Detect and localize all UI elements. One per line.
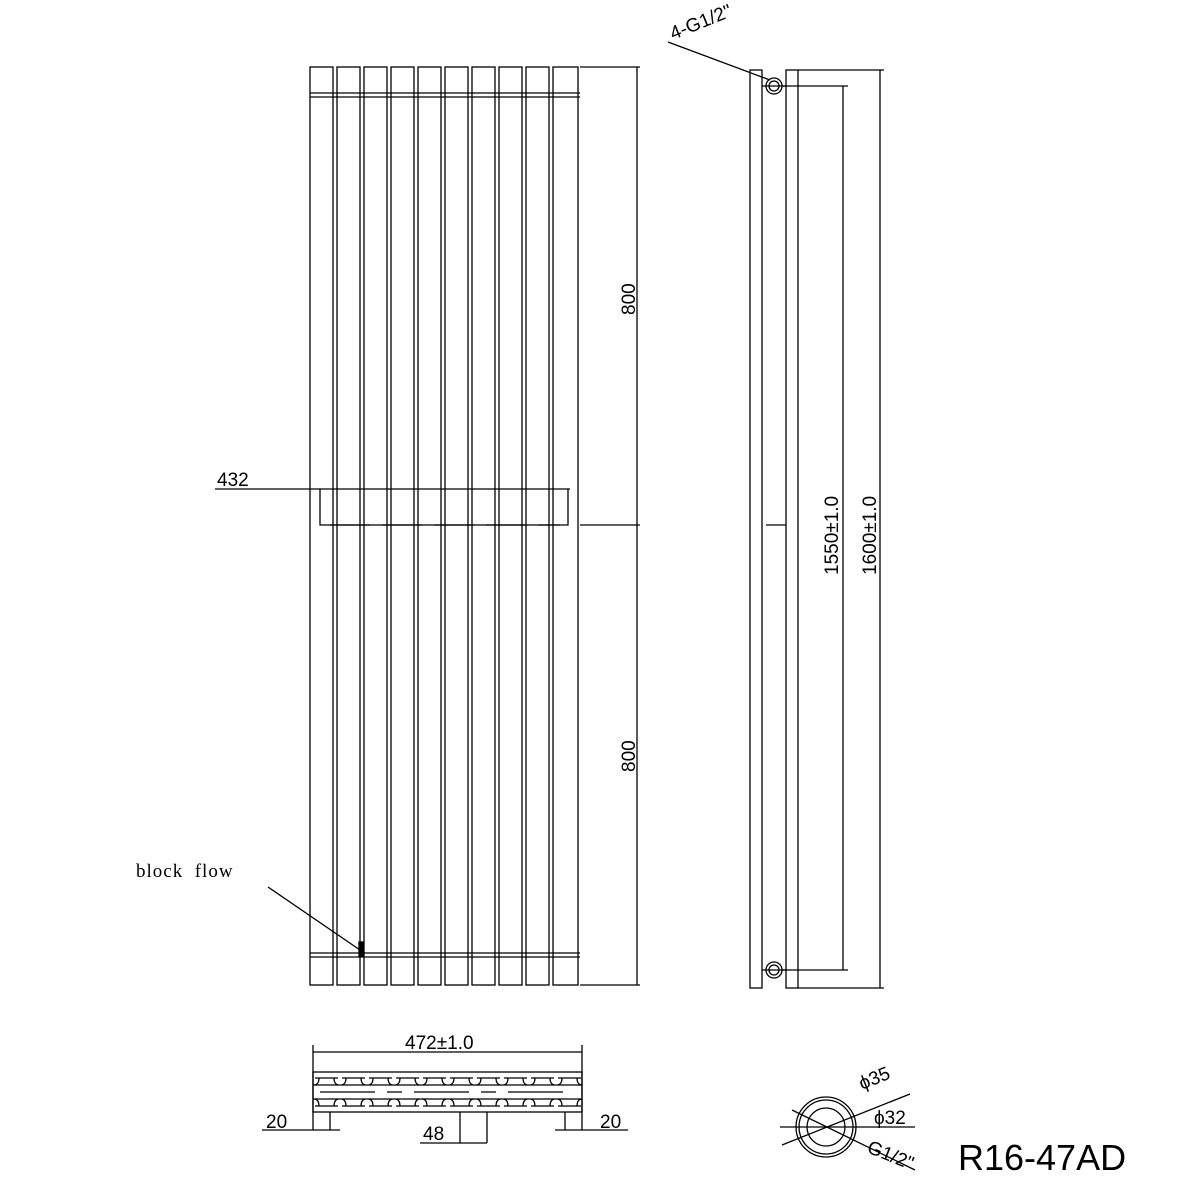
fin-top [314,1077,339,1086]
upper-height-label: 800 [619,283,640,315]
fin-top [449,1077,474,1086]
thread-leader [791,1109,916,1171]
fin-bottom [422,1098,447,1107]
top-body [312,1071,583,1113]
bracket-width-label: 432 [217,470,249,491]
tube [417,66,442,986]
top-view [262,1045,628,1144]
block-flow-note: block flow [136,861,234,882]
top-connection-inner [768,80,780,92]
front-view [215,66,640,986]
fin-bottom [395,1098,420,1107]
lower-height-label: 800 [619,740,640,772]
fin-top [476,1077,501,1086]
tube [309,66,334,986]
tube [525,66,550,986]
fin-bottom [449,1098,474,1107]
outer-diameter-label: ϕ35 [856,1063,893,1094]
fin-top [530,1077,555,1086]
outer-diameter-leader [781,1093,911,1146]
connection-leader [667,41,771,81]
tube [498,66,523,986]
side-tube-front [749,69,763,989]
fin-bottom [503,1098,528,1107]
fin-top [395,1077,420,1086]
fin-bottom [476,1098,501,1107]
tube [444,66,469,986]
width-label: 472±1.0 [405,1033,474,1054]
height-label: 1600±1.0 [860,496,881,575]
centres-label: 1550±1.0 [822,496,843,575]
fin-top [557,1077,582,1086]
fin-bottom [557,1098,582,1107]
connections-label: 4-G1/2" [667,1,735,45]
tube [336,66,361,986]
fin-bottom [341,1098,366,1107]
pipe-section-view [780,1093,916,1171]
left-offset-label: 20 [266,1112,287,1133]
block-flow-marker [358,941,364,957]
pitch-label: 48 [423,1124,444,1145]
side-tube-rear [785,69,799,989]
model-title: R16-47AD [958,1137,1126,1178]
right-offset-label: 20 [600,1112,621,1133]
fin-top [503,1077,528,1086]
fin-top [368,1077,393,1086]
bottom-connection-inner [768,964,780,976]
wall-bracket [319,489,569,526]
fin-bottom [314,1098,339,1107]
thread-label: G1/2" [864,1137,916,1174]
tube [363,66,388,986]
side-view [667,41,884,989]
tube [552,66,579,986]
tube [471,66,496,986]
fin-top [422,1077,447,1086]
tube [390,66,415,986]
fin-bottom [368,1098,393,1107]
fin-bottom [530,1098,555,1107]
inner-diameter-label: ϕ32 [874,1108,906,1129]
fin-top [341,1077,366,1086]
block-flow-leader [267,886,361,951]
